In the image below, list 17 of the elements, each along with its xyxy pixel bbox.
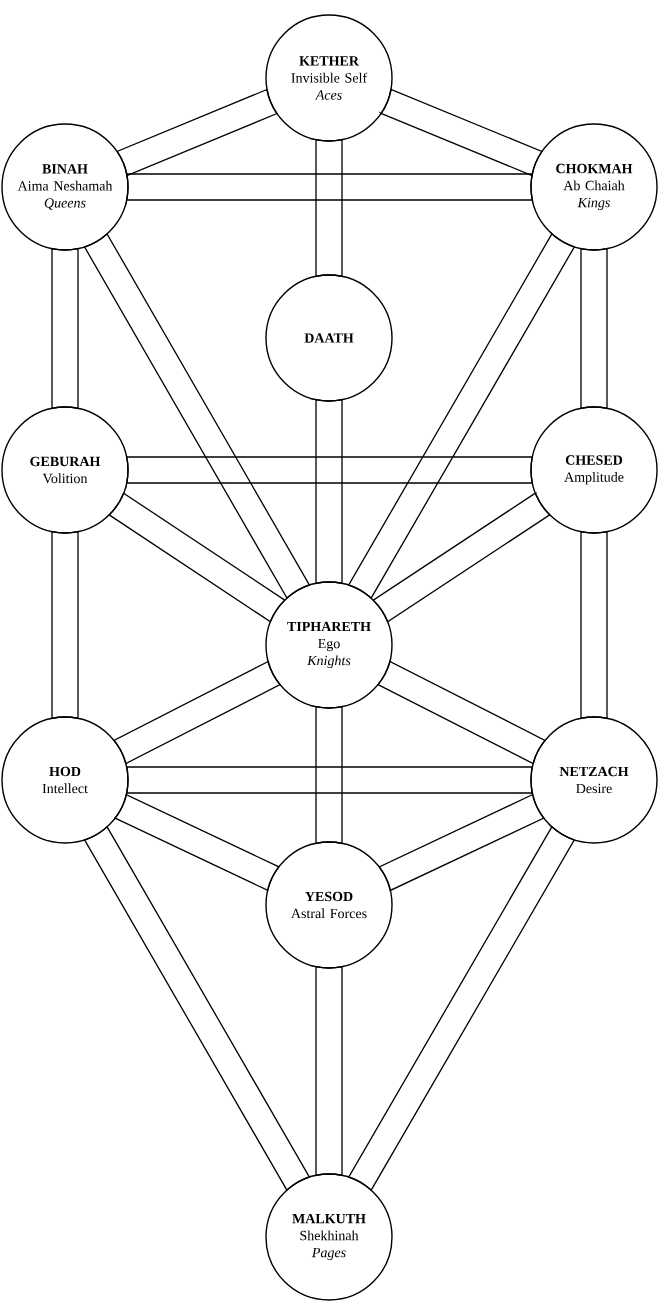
path-band — [580, 248, 608, 409]
path-band — [114, 793, 280, 891]
path-band — [372, 492, 551, 623]
path-band — [347, 233, 576, 599]
path-band — [113, 660, 281, 765]
path-band — [377, 660, 546, 765]
path-band — [51, 531, 79, 719]
path-band — [348, 826, 575, 1191]
path-band — [116, 88, 278, 177]
path-band — [83, 826, 311, 1191]
path-band — [51, 248, 79, 409]
path-band — [108, 492, 286, 623]
path-band — [580, 531, 608, 719]
path-band — [126, 766, 533, 794]
path-band — [380, 88, 543, 177]
path-band — [83, 233, 311, 599]
path-band — [378, 793, 545, 892]
